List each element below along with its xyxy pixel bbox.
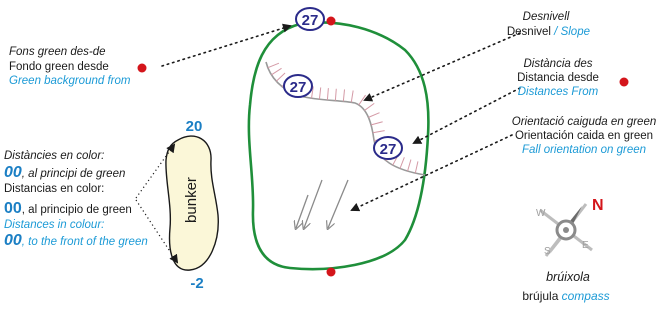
compass-cat: brúixola [546, 270, 590, 284]
dist-color-en-line: 00, to the front of the green [4, 232, 148, 249]
fall-arrows [296, 179, 349, 228]
distance-badge-top-label: 27 [302, 12, 319, 29]
orientacio-en: Fall orientation on green [522, 144, 646, 156]
slope-hatch-tick [267, 62, 280, 69]
marker-bottom [326, 267, 336, 277]
green-outline [247, 21, 430, 271]
slope-hatch-tick [342, 89, 346, 102]
orientacio-es: Orientación caida en green [515, 130, 653, 142]
dist-color-en-head: Distances in colour: [4, 219, 104, 231]
slope-hatch-tick [372, 130, 385, 134]
marker-top [326, 16, 336, 26]
fons-es: Fondo green desde [9, 61, 109, 73]
distances-color-label: Distàncies en color: 00, al principi de … [4, 150, 148, 249]
compass-s: S [544, 246, 551, 257]
marker-distancia [619, 77, 629, 87]
distancia-es: Distancia desde [517, 72, 599, 84]
slope-hatch-tick [370, 121, 383, 126]
distancia-label: Distància des Distancia desde Distances … [517, 58, 599, 98]
bunker-label: bunker [183, 177, 200, 223]
slope-hatch-tick [350, 90, 354, 103]
slope-hatch-tick [399, 157, 405, 169]
marker-fons [137, 63, 147, 73]
fons-cat: Fons green des-de [9, 46, 106, 58]
distance-badge-top: 27 [295, 7, 325, 31]
slope-hatch-tick [407, 159, 412, 172]
slope-hatch-tick [311, 86, 314, 99]
compass-e: E [582, 240, 589, 251]
slope-hatch-tick [368, 112, 380, 118]
distancia-cat: Distància des [523, 58, 592, 70]
bunker-bottom-value: -2 [190, 275, 203, 292]
desnivell-line: Desnivel / Slope [507, 26, 590, 38]
bunker: bunker 20 -2 [135, 118, 219, 292]
fons-label: Fons green des-de Fondo green desde Gree… [9, 46, 131, 87]
compass-w: W [536, 208, 546, 219]
dist-color-cat-head: Distàncies en color: [4, 150, 104, 162]
slope-hatch-tick [318, 87, 322, 100]
distancia-en: Distances From [518, 86, 599, 98]
fons-en: Green background from [9, 75, 131, 87]
distance-badge-middle-label: 27 [290, 79, 307, 96]
dist-color-es-line: 00, al principio de green [4, 200, 132, 217]
slope-hatch-tick [271, 67, 282, 76]
distance-badge-middle: 27 [283, 74, 313, 98]
distance-badge-bottom: 27 [373, 136, 403, 160]
orientacio-cat: Orientació caiguda en green [512, 116, 657, 128]
desnivell-cat: Desnivell [523, 11, 570, 23]
slope-hatch-tick [275, 72, 286, 82]
compass-line: brújula compass [522, 289, 609, 303]
leader-arrows [161, 23, 521, 212]
dist-color-cat-line: 00, al principi de green [4, 164, 125, 181]
distance-badge-bottom-label: 27 [380, 141, 397, 158]
compass-n: N [592, 197, 604, 214]
slope-hatch-tick [334, 88, 337, 101]
desnivell-label: Desnivell Desnivel / Slope [507, 11, 590, 38]
dist-color-es-head: Distancias en color: [4, 183, 104, 195]
orientacio-label: Orientació caiguda en green Orientación … [512, 116, 657, 156]
slope-hatch-tick [364, 102, 375, 111]
slope-hatch-tick [326, 88, 329, 101]
slope-hatch-tick [414, 161, 419, 174]
bunker-top-value: 20 [186, 118, 203, 135]
slope-hatch-tick [358, 94, 366, 106]
compass-icon: N E S W [536, 197, 604, 257]
